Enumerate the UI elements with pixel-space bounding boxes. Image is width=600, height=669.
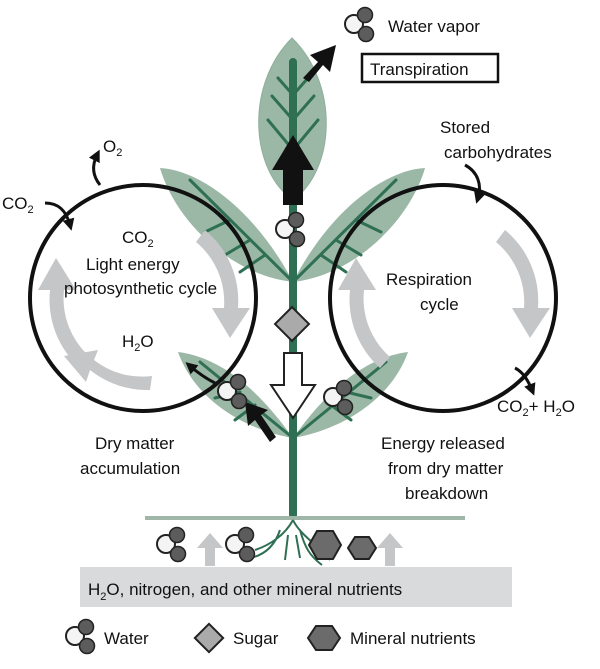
vapor-water-molecule [344, 6, 375, 43]
transpiration-label: Transpiration [370, 60, 469, 79]
dry-matter-label-1: Dry matter [95, 434, 175, 453]
h2o-leaf-arrow [185, 362, 216, 385]
sugar-down-arrow [269, 352, 317, 420]
stem-water-molecule [275, 211, 306, 248]
stored-carbo-arrow [464, 163, 486, 204]
inner-h2o-label: H2O [122, 332, 154, 354]
legend-water-label: Water [104, 629, 149, 648]
o2-out-arrow [88, 149, 102, 186]
transpiration-arrow [303, 45, 336, 82]
soil-bar [80, 567, 512, 607]
legend-sugar-label: Sugar [233, 629, 279, 648]
light-energy-label: Light energy [86, 255, 180, 274]
legend-mineral-icon [306, 625, 342, 651]
stored-carbo-label-1: Stored [440, 118, 490, 137]
respiration-cycle [328, 183, 558, 413]
soil-mineral-2 [346, 536, 378, 560]
co2-in-arrow [44, 201, 75, 231]
transpiration-box [360, 52, 500, 84]
respiration-label-2: cycle [420, 295, 459, 314]
legend: Water Sugar Mineral nutrients [65, 618, 476, 655]
photosynthetic-cycle [28, 183, 258, 413]
co2-h2o-out-arrow [514, 366, 536, 396]
soil-water-molecule-2 [225, 526, 256, 563]
roots [249, 519, 331, 566]
soil-mineral-1 [308, 530, 342, 560]
uptake-arrows [197, 533, 403, 566]
legend-sugar-icon [193, 622, 225, 654]
soil-nutrients-label: H2O, nitrogen, and other mineral nutrien… [88, 580, 402, 603]
energy-released-label-2: from dry matter [388, 459, 504, 478]
co2-input-label: CO2 [2, 194, 34, 216]
water-vapor-label: Water vapor [388, 17, 480, 36]
photosynthetic-cycle-label: photosynthetic cycle [64, 279, 217, 298]
o2-label: O2 [103, 137, 122, 159]
stem-sugar [273, 305, 311, 343]
water-up-arrow [272, 135, 314, 205]
dry-matter-label-2: accumulation [80, 459, 180, 478]
legend-mineral-label: Mineral nutrients [350, 629, 476, 648]
legend-water-icon [65, 618, 96, 655]
stored-carbo-label-2: carbohydrates [444, 143, 552, 162]
soil-water-molecule-1 [156, 526, 187, 563]
energy-released-label-3: breakdown [405, 484, 488, 503]
respiration-label-1: Respiration [386, 270, 472, 289]
water-to-leaf-arrow [245, 402, 276, 442]
energy-released-label-1: Energy released [381, 434, 505, 453]
co2-h2o-output-label: CO2+ H2O [497, 397, 575, 419]
exchange-arrows [44, 149, 536, 396]
lower-right-leaf [293, 352, 408, 438]
inner-co2-label: CO2 [122, 228, 154, 250]
